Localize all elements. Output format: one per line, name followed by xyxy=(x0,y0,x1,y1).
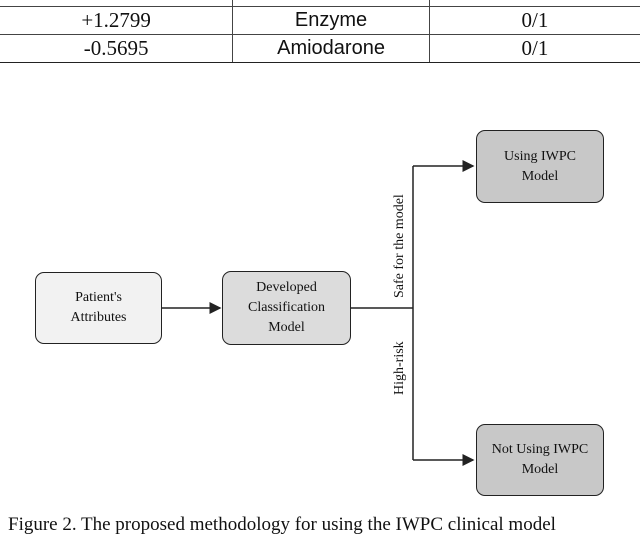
figure-caption: Figure 2. The proposed methodology for u… xyxy=(8,514,556,535)
variable-cell: Enzyme xyxy=(232,6,430,35)
table-row-partial xyxy=(0,0,640,7)
coefficient-cell: +1.2799 xyxy=(0,6,233,35)
coefficient-table-fragment: +1.2799 Enzyme 0/1 -0.5695 Amiodarone 0/… xyxy=(0,0,640,63)
variable-cell: Amiodarone xyxy=(232,34,430,63)
table-row: -0.5695 Amiodarone 0/1 xyxy=(0,34,640,63)
table-row: +1.2799 Enzyme 0/1 xyxy=(0,6,640,35)
not-using-iwpc-box: Not Using IWPC Model xyxy=(476,424,604,496)
high-risk-branch-label: High-risk xyxy=(392,341,407,395)
coefficient-table: +1.2799 Enzyme 0/1 -0.5695 Amiodarone 0/… xyxy=(0,0,640,63)
using-iwpc-box: Using IWPC Model xyxy=(476,130,604,203)
classification-model-box: Developed Classification Model xyxy=(222,271,351,345)
safe-branch-label: Safe for the model xyxy=(392,194,407,298)
values-cell: 0/1 xyxy=(429,6,640,35)
coefficient-cell: -0.5695 xyxy=(0,34,233,63)
patient-attributes-box: Patient's Attributes xyxy=(35,272,162,344)
values-cell: 0/1 xyxy=(429,34,640,63)
